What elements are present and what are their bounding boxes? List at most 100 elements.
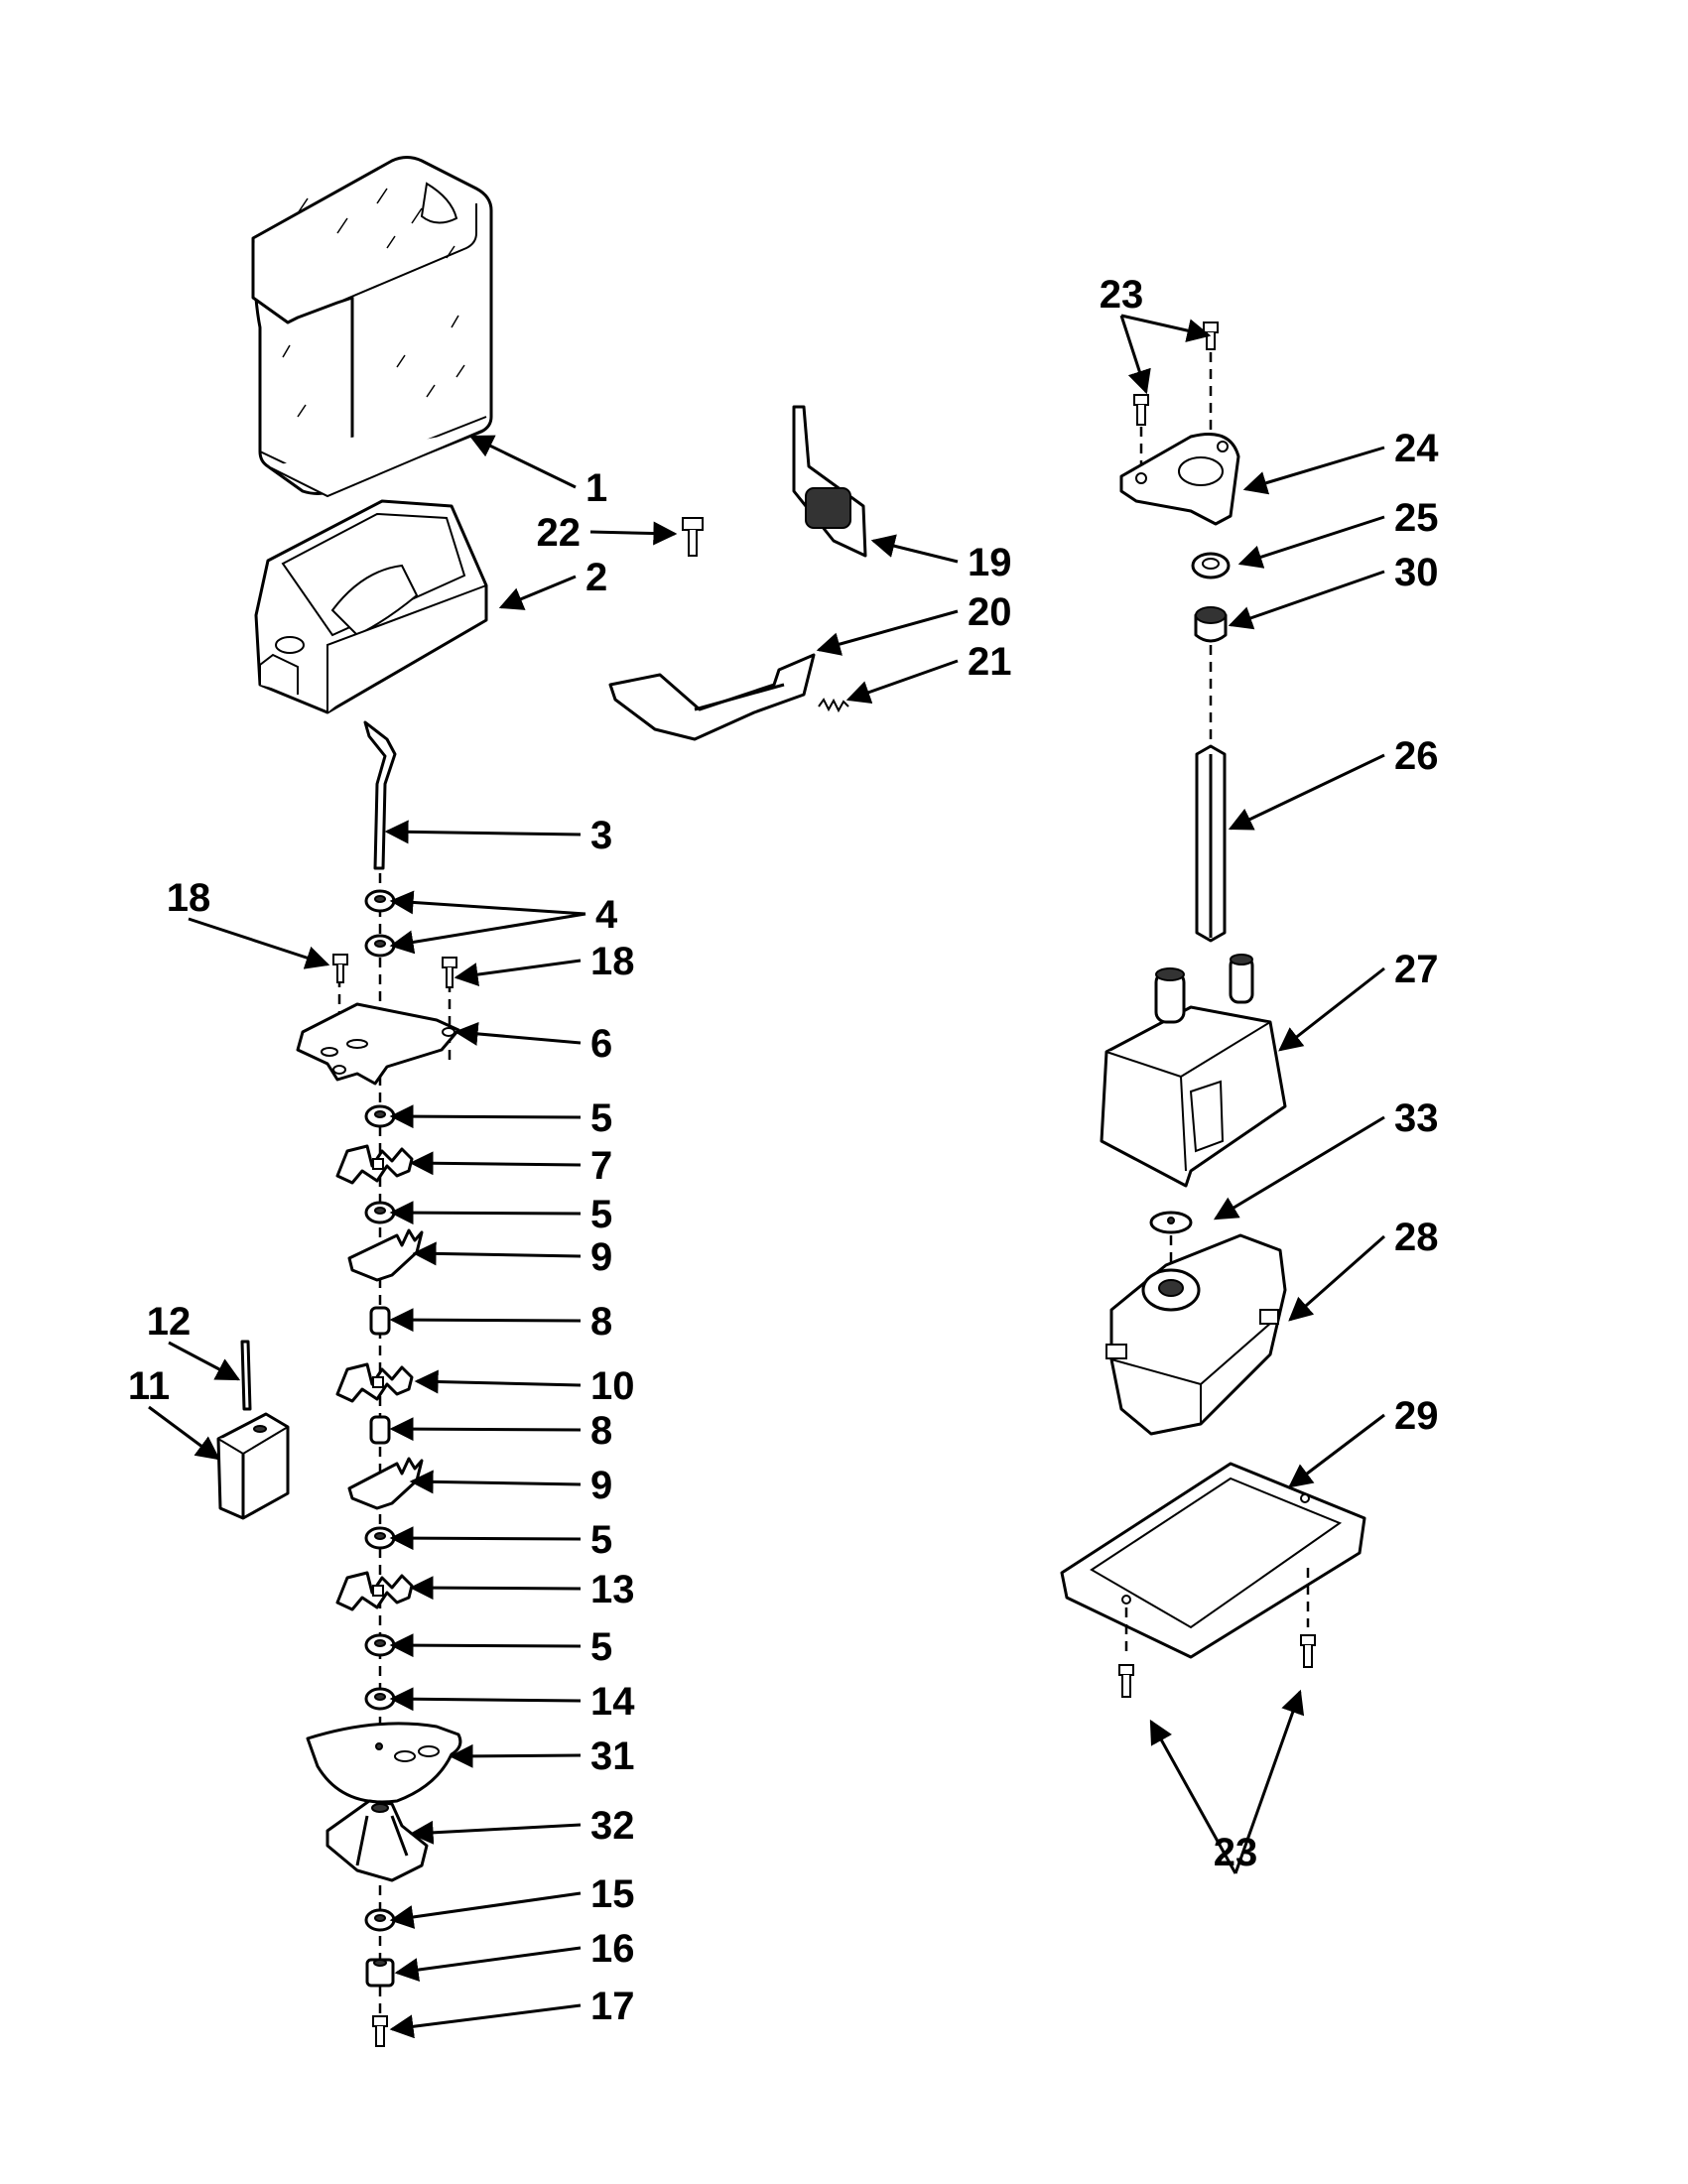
part-8-spacer-a: [369, 1306, 391, 1336]
part-6-plate: [296, 1002, 460, 1086]
leader-arrow-c10: [414, 1369, 582, 1394]
callout-label-c8a: 8: [590, 1300, 612, 1344]
callout-label-c14: 14: [590, 1680, 635, 1724]
leader-arrow-c32: [409, 1820, 582, 1845]
leader-arrow-c23a-b: [1120, 314, 1212, 342]
leader-arrow-c26: [1228, 753, 1385, 831]
part-1-ice-bucket: [251, 156, 493, 498]
callout-label-c26: 26: [1394, 734, 1439, 778]
leader-arrow-c19: [870, 534, 959, 564]
part-15-washer: [364, 1908, 396, 1932]
part-25-ring: [1191, 552, 1231, 579]
leader-arrow-c27: [1278, 966, 1385, 1052]
callout-label-c5c: 5: [590, 1518, 612, 1562]
callout-label-c17: 17: [590, 1985, 635, 2028]
callout-label-c11: 11: [128, 1364, 170, 1408]
leader-arrow-c21: [845, 659, 959, 705]
part-23-screws-bottom: [1118, 1634, 1316, 1698]
part-13-cam: [335, 1571, 414, 1611]
callout-label-c3: 3: [590, 814, 612, 857]
leader-arrow-c13: [409, 1576, 582, 1601]
part-3-auger-rod: [363, 720, 397, 870]
callout-label-c9a: 9: [590, 1235, 612, 1279]
leader-arrow-c6: [454, 1021, 582, 1046]
part-26-shaft: [1195, 744, 1227, 943]
leader-arrow-c18a: [188, 917, 330, 969]
part-24-bracket: [1119, 433, 1240, 526]
leader-arrow-c23b-b: [1234, 1689, 1305, 1874]
callout-label-c15: 15: [590, 1872, 635, 1916]
callout-label-c24: 24: [1394, 427, 1439, 470]
leader-arrow-c18b: [454, 959, 582, 986]
leader-arrow-c20: [816, 609, 959, 656]
part-4-washers: [364, 889, 396, 958]
callout-label-c5b: 5: [590, 1193, 612, 1236]
part-22-screw: [682, 517, 704, 557]
part-28-motor: [1105, 1233, 1287, 1436]
part-21-spring: [818, 698, 849, 713]
callout-label-c27: 27: [1394, 948, 1439, 991]
leader-arrow-c4: [389, 890, 586, 916]
leader-arrow-c17: [389, 2003, 582, 2039]
part-31-blade: [306, 1722, 462, 1804]
leader-arrow-c4-b: [389, 912, 586, 955]
leader-arrow-c14: [389, 1687, 582, 1712]
part-12-pin: [240, 1340, 252, 1411]
leader-arrow-c23a: [1119, 315, 1151, 395]
part-27-motor-cover: [1100, 954, 1287, 1188]
part-18-screws: [332, 954, 457, 988]
leader-arrow-c28: [1288, 1234, 1385, 1322]
callout-label-c2: 2: [585, 556, 607, 599]
callout-label-c4: 4: [595, 893, 618, 937]
callout-label-c25: 25: [1394, 496, 1439, 540]
callout-label-c23a: 23: [1100, 273, 1144, 317]
leader-arrow-c8a: [389, 1308, 582, 1333]
part-14-washer: [364, 1687, 396, 1711]
part-5-washer-d: [364, 1633, 396, 1657]
leader-arrow-c16: [394, 1946, 582, 1982]
callout-label-c23b: 23: [1214, 1831, 1258, 1874]
part-17-screw: [372, 2015, 388, 2047]
part-11-block: [216, 1412, 290, 1520]
callout-label-c10: 10: [590, 1364, 635, 1408]
leader-arrow-c29: [1288, 1413, 1385, 1488]
callout-label-c18a: 18: [167, 876, 211, 920]
leader-arrow-c3: [384, 820, 582, 844]
part-7-cam: [335, 1144, 414, 1185]
leader-arrow-c5c: [389, 1526, 582, 1551]
callout-label-c6: 6: [590, 1022, 612, 1066]
leader-arrow-c8b: [389, 1417, 582, 1442]
callout-label-c13: 13: [590, 1568, 635, 1611]
part-19-bracket: [792, 405, 867, 558]
leader-arrow-c9a: [412, 1241, 582, 1266]
callout-label-c33: 33: [1394, 1096, 1439, 1140]
callout-label-c9b: 9: [590, 1464, 612, 1507]
part-20-lever: [608, 653, 816, 741]
leader-arrow-c12: [168, 1341, 241, 1381]
leader-arrow-c25: [1237, 515, 1385, 569]
leader-arrow-c33: [1213, 1115, 1385, 1220]
leader-arrow-c15: [389, 1891, 582, 1929]
part-32-blade: [325, 1799, 429, 1882]
leader-arrow-c24: [1242, 446, 1385, 495]
part-29-gasket: [1060, 1462, 1366, 1659]
callout-label-c5d: 5: [590, 1625, 612, 1669]
callout-label-c7: 7: [590, 1144, 612, 1188]
callout-label-c20: 20: [968, 590, 1012, 634]
callout-label-c28: 28: [1394, 1216, 1439, 1259]
leader-arrow-c5a: [389, 1104, 582, 1129]
leader-arrow-c30: [1228, 570, 1385, 630]
part-5-washer-b: [364, 1201, 396, 1224]
callout-label-c18b: 18: [590, 940, 635, 983]
part-33-washer: [1149, 1211, 1193, 1234]
callout-label-c12: 12: [147, 1300, 192, 1344]
callout-label-c22: 22: [537, 511, 582, 555]
leader-arrow-c11: [148, 1405, 220, 1461]
leader-arrow-c2: [498, 575, 577, 610]
callout-label-c29: 29: [1394, 1394, 1439, 1438]
part-9-cam-b: [347, 1457, 424, 1510]
callout-label-c16: 16: [590, 1927, 635, 1971]
callout-label-c5a: 5: [590, 1096, 612, 1140]
